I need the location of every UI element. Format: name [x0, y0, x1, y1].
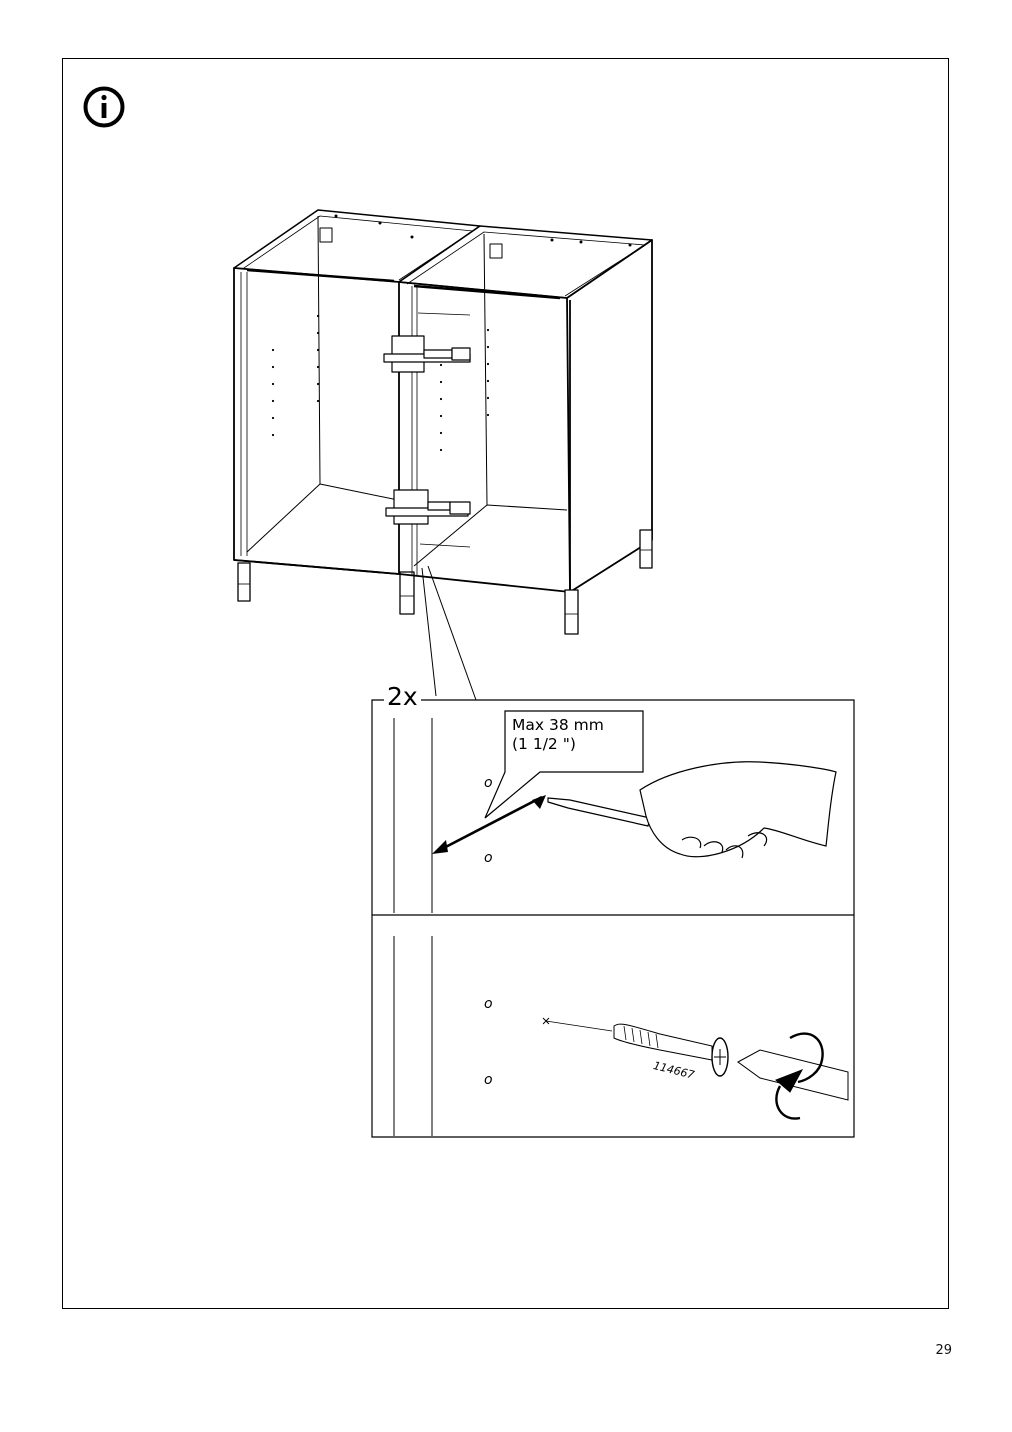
callout-text: Max 38 mm (1 1/2 ") [512, 716, 604, 754]
hole-mark: o [484, 1072, 493, 1088]
max-depth-imperial: (1 1/2 ") [512, 735, 576, 753]
detail-box [371, 699, 855, 1138]
screw-illustration [542, 1017, 849, 1120]
measurement-callout [432, 710, 644, 854]
detail-quantity-label: 2x [384, 684, 421, 709]
cabinet-illustration [233, 209, 653, 701]
hole-mark: o [484, 996, 493, 1012]
hand-screwdriver-illustration [547, 761, 837, 859]
page-number: 29 [935, 1343, 952, 1358]
hole-mark: o [484, 775, 493, 791]
instruction-frame [62, 58, 949, 1309]
hole-mark: o [484, 850, 493, 866]
info-icon [83, 86, 125, 128]
max-depth-metric: Max 38 mm [512, 716, 604, 734]
cabinet-holes [271, 214, 632, 452]
